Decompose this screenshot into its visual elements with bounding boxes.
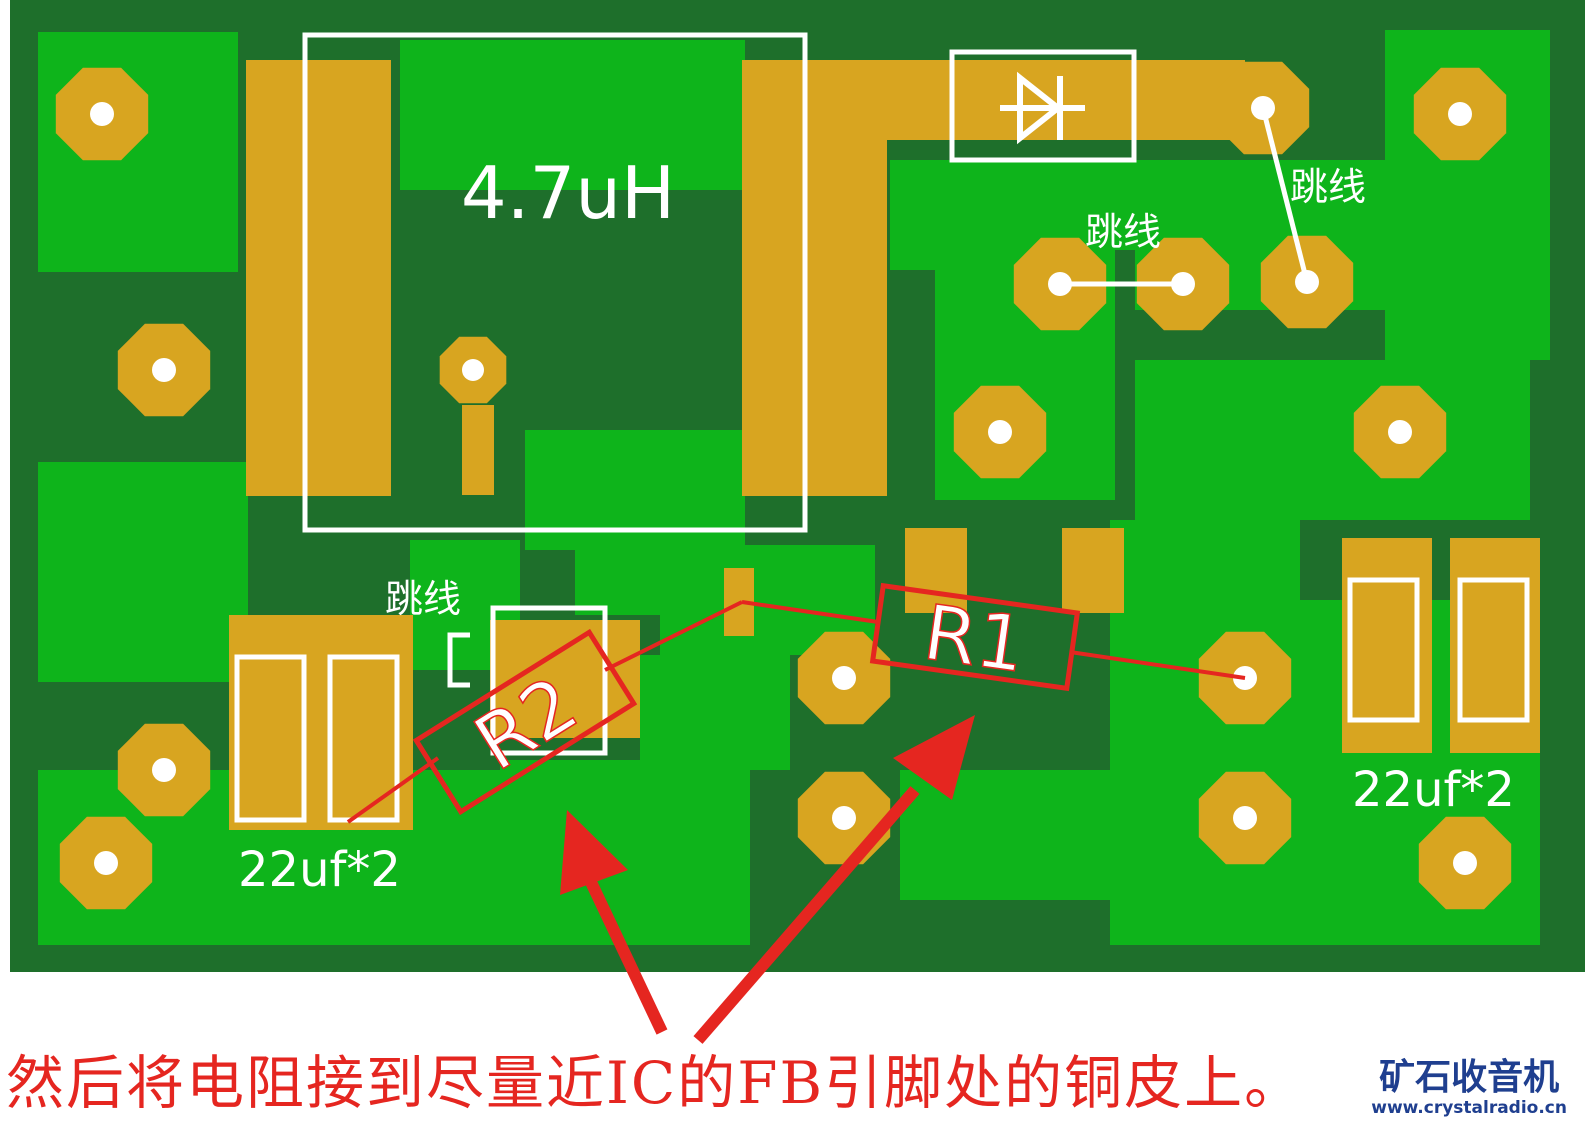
logo-url: www.crystalradio.cn bbox=[1371, 1098, 1567, 1118]
cap-right-outline-1 bbox=[1347, 577, 1420, 723]
copper-gold-areas bbox=[229, 60, 1540, 830]
pad-hole bbox=[832, 806, 856, 830]
inductor-value-label: 4.7uH bbox=[461, 151, 675, 235]
site-logo: 矿石收音机 www.crystalradio.cn bbox=[1371, 1057, 1567, 1119]
silkscreen bbox=[234, 32, 1530, 823]
jumper-bracket bbox=[447, 632, 470, 688]
cap-right-label: 22uf*2 bbox=[1352, 762, 1515, 818]
pad-hole bbox=[1453, 851, 1477, 875]
diode-icon bbox=[1000, 71, 1085, 145]
pad-hole bbox=[832, 666, 856, 690]
jumper-label-top-right: 跳线 bbox=[1290, 165, 1366, 209]
caption-text: 然后将电阻接到尽量近IC的FB引脚处的铜皮上。 bbox=[6, 1049, 1305, 1117]
pad-hole bbox=[988, 420, 1012, 444]
arrow-to-r1 bbox=[693, 786, 920, 1044]
cap-right-outline-2 bbox=[1457, 577, 1530, 723]
cap-left-label: 22uf*2 bbox=[238, 842, 401, 898]
through-hole-pads bbox=[55, 61, 1512, 910]
diode-outline bbox=[949, 49, 1137, 163]
ic-outline bbox=[490, 605, 608, 756]
jumper-wire-top-right bbox=[1260, 107, 1310, 283]
annotation-arrows bbox=[560, 715, 975, 1044]
jumper-wires bbox=[1060, 107, 1310, 287]
pad-hole bbox=[1233, 806, 1257, 830]
cap-left-outline-1 bbox=[234, 654, 307, 823]
resistor-leads bbox=[346, 600, 1246, 824]
resistor-r1: R1 bbox=[869, 582, 1081, 692]
pad-hole bbox=[1448, 102, 1472, 126]
pad-hole bbox=[152, 358, 176, 382]
pad-hole bbox=[94, 851, 118, 875]
pad-hole bbox=[152, 758, 176, 782]
jumper-label-top-mid: 跳线 bbox=[1085, 210, 1161, 254]
pad-hole bbox=[90, 102, 114, 126]
pad-hole bbox=[1388, 420, 1412, 444]
r1-label: R1 bbox=[919, 587, 1032, 689]
arrow-to-r2 bbox=[584, 877, 668, 1035]
inductor-outline bbox=[302, 32, 808, 533]
pad-hole bbox=[462, 359, 484, 381]
jumper-label-left: 跳线 bbox=[385, 577, 461, 621]
logo-title: 矿石收音机 bbox=[1379, 1057, 1560, 1098]
cap-left-outline-2 bbox=[327, 654, 400, 823]
